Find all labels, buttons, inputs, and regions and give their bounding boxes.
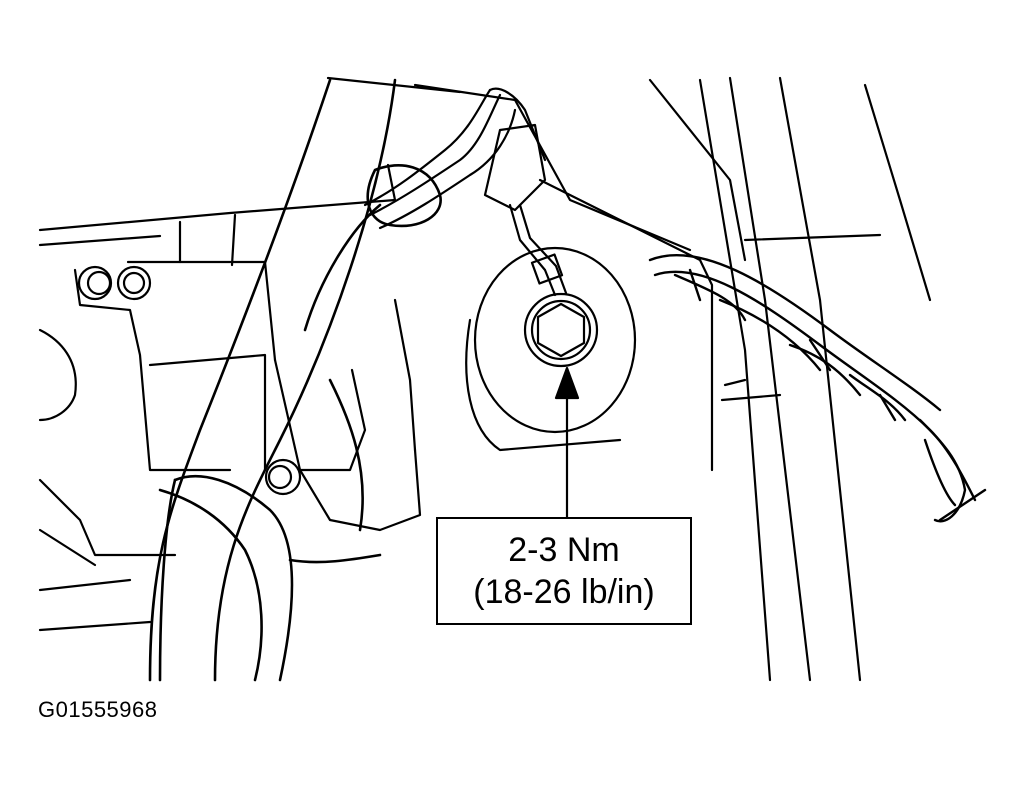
- hex-socket-icon: [536, 302, 586, 358]
- torque-spec-callout: 2-3 Nm (18-26 lb/in): [436, 517, 692, 625]
- figure-id: G01555968: [38, 697, 158, 722]
- right-harness: [648, 254, 987, 523]
- left-bracket: [38, 260, 422, 632]
- torque-metric-label: 2-3 Nm: [508, 531, 620, 569]
- arrow-up-icon: [554, 366, 580, 400]
- body-panel-lines: [38, 76, 932, 682]
- torque-pointer: [554, 366, 580, 519]
- sensor-mount: [465, 246, 637, 452]
- main-harness: [148, 78, 442, 682]
- sensor-wires: [363, 87, 568, 297]
- torque-imperial-label: (18-26 lb/in): [473, 573, 655, 611]
- bracket-bolts: [77, 265, 302, 496]
